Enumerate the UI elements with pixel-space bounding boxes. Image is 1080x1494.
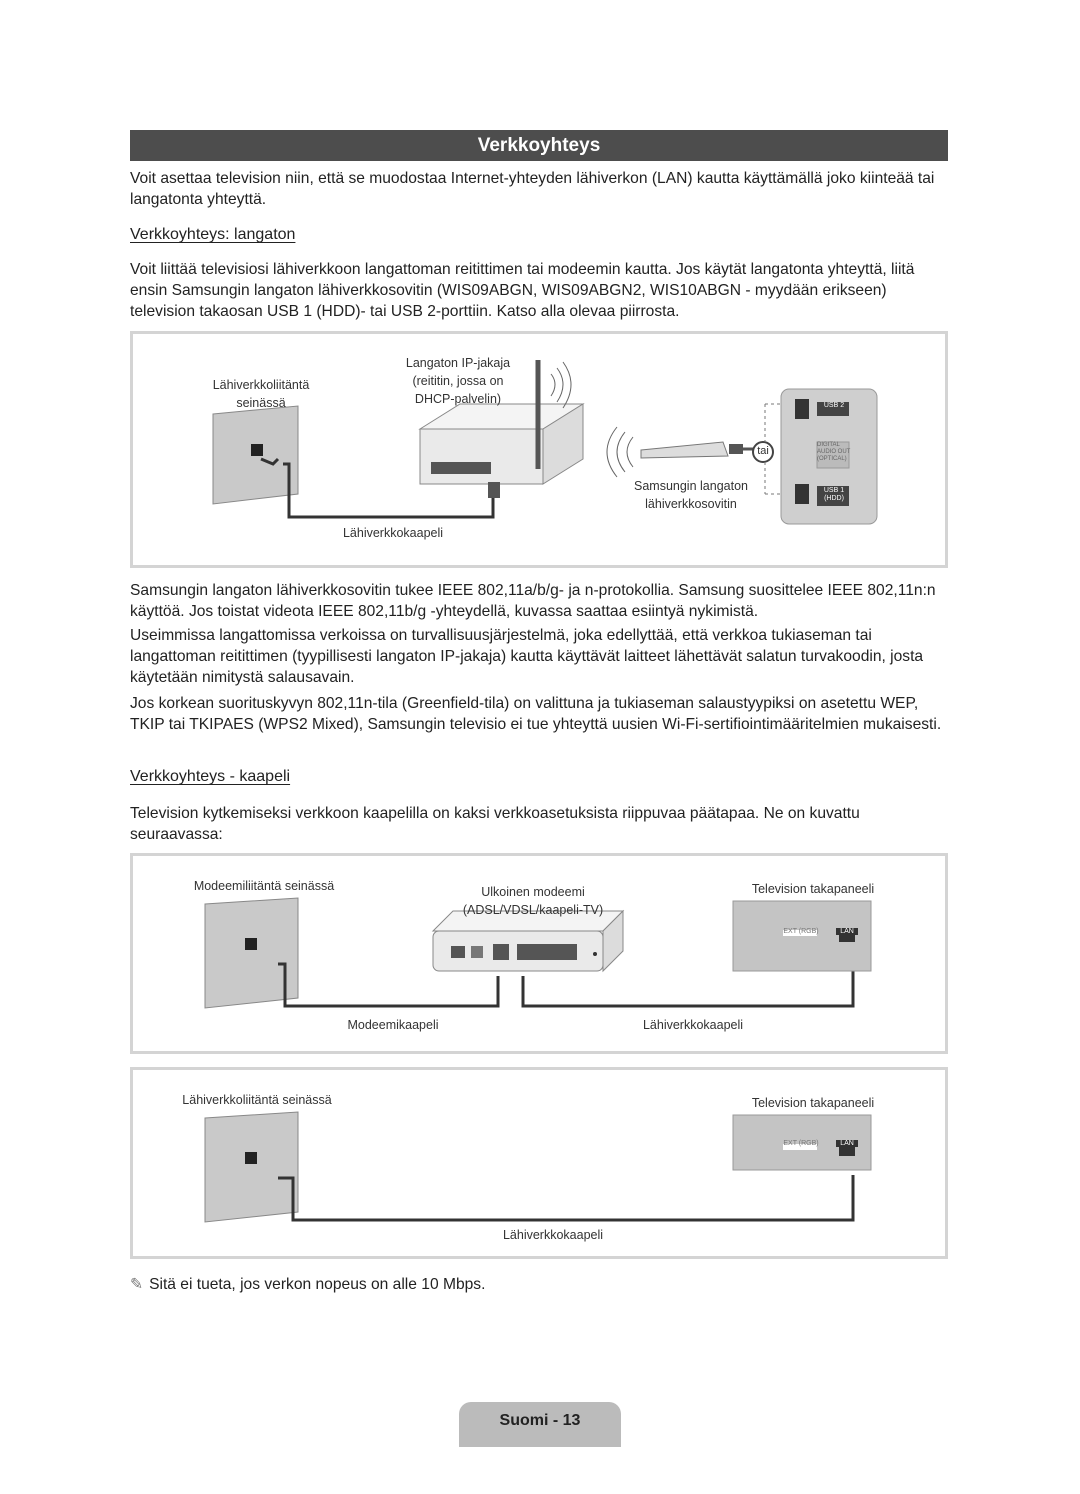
or-circle xyxy=(752,441,774,463)
wall-lan-cable-line xyxy=(278,1175,855,1222)
note-text: Sitä ei tueta, jos verkon nopeus on alle… xyxy=(149,1276,486,1293)
optical-label: DIGITAL AUDIO OUT (OPTICAL) xyxy=(817,442,851,462)
modem-lan-cable-label: Lähiverkkokaapeli xyxy=(642,1018,744,1032)
intro-paragraph: Voit asettaa television niin, että se mu… xyxy=(130,170,935,208)
wired-diagram-wall: Lähiverkkoliitäntä seinässä Television t… xyxy=(130,1067,948,1259)
modem-lan-port-label: LAN xyxy=(836,928,858,935)
page-number: Suomi - 13 xyxy=(459,1402,621,1447)
usb1-label: USB 1 (HDD) xyxy=(823,487,845,502)
wifi-dongle-icon xyxy=(606,426,757,478)
pencil-note-icon: ✎ xyxy=(130,1276,144,1293)
wireless-diagram: Lähiverkkoliitäntä seinässä Langaton IP-… xyxy=(130,331,948,568)
router-label: Langaton IP-jakaja (reititin, jossa on D… xyxy=(405,356,511,406)
wireless-heading: Verkkoyhteys: langaton xyxy=(130,226,296,243)
cable-label: Lähiverkkokaapeli xyxy=(342,526,444,540)
or-label: tai xyxy=(757,445,769,457)
modem-tv-label: Television takapaneeli xyxy=(751,882,875,896)
modem-icon xyxy=(431,909,625,973)
wall-label: Lähiverkkoliitäntä seinässä xyxy=(212,378,310,410)
note: ✎ Sitä ei tueta, jos verkon nopeus on all… xyxy=(130,1275,485,1294)
lan-tv-label: Television takapaneeli xyxy=(751,1096,875,1110)
wired-heading: Verkkoyhteys - kaapeli xyxy=(130,768,291,785)
adapter-label: Samsungin langaton lähiverkkosovitin xyxy=(634,479,748,511)
modem-lan-cable-line xyxy=(521,961,855,1008)
wall-plug-icon xyxy=(260,457,280,466)
wireless-para-3: Useimmissa langattomissa verkoissa on tu… xyxy=(130,627,924,686)
lan-port-label: LAN xyxy=(836,1140,858,1147)
lan-wall-socket-icon xyxy=(245,1152,257,1164)
wireless-para-4: Jos korkean suorituskyvyn 802,11n-tila (… xyxy=(130,695,942,733)
modem-wall-label: Modeemiliitäntä seinässä xyxy=(193,879,335,893)
page-title: Verkkoyhteys xyxy=(130,130,948,161)
modem-wall-plate xyxy=(204,897,299,1009)
lan-ext-label: EXT (RGB) xyxy=(783,1140,819,1147)
router-icon xyxy=(418,360,585,498)
wireless-diagram-art xyxy=(212,360,878,525)
modem-cable-label: Modeemikaapeli xyxy=(347,1018,439,1032)
usb2-label: USB 2 xyxy=(823,402,845,409)
wired-diagram-wall-art xyxy=(204,1111,872,1223)
lan-wall-plate xyxy=(204,1111,299,1223)
wired-diagram-modem-art xyxy=(204,897,872,1009)
lan-cable-line xyxy=(283,462,495,519)
modem-cable-line xyxy=(278,962,500,1008)
modem-label: Ulkoinen modeemi (ADSL/VDSL/kaapeli-TV) xyxy=(462,885,604,917)
modem-wall-socket-icon xyxy=(245,938,257,950)
wireless-para-2: Samsungin langaton lähiverkkosovitin tuk… xyxy=(130,582,936,620)
wall-socket-icon xyxy=(251,444,263,456)
wired-body: Television kytkemiseksi verkkoon kaapeli… xyxy=(130,805,860,843)
wired-diagram-modem: Modeemiliitäntä seinässä Ulkoinen modeem… xyxy=(130,853,948,1054)
wireless-body: Voit liittää televisiosi lähiverkkoon la… xyxy=(130,261,915,320)
lan-wall-label: Lähiverkkoliitäntä seinässä xyxy=(182,1093,332,1107)
lan-cable-label: Lähiverkkokaapeli xyxy=(502,1228,604,1242)
modem-ext-label: EXT (RGB) xyxy=(783,928,819,935)
